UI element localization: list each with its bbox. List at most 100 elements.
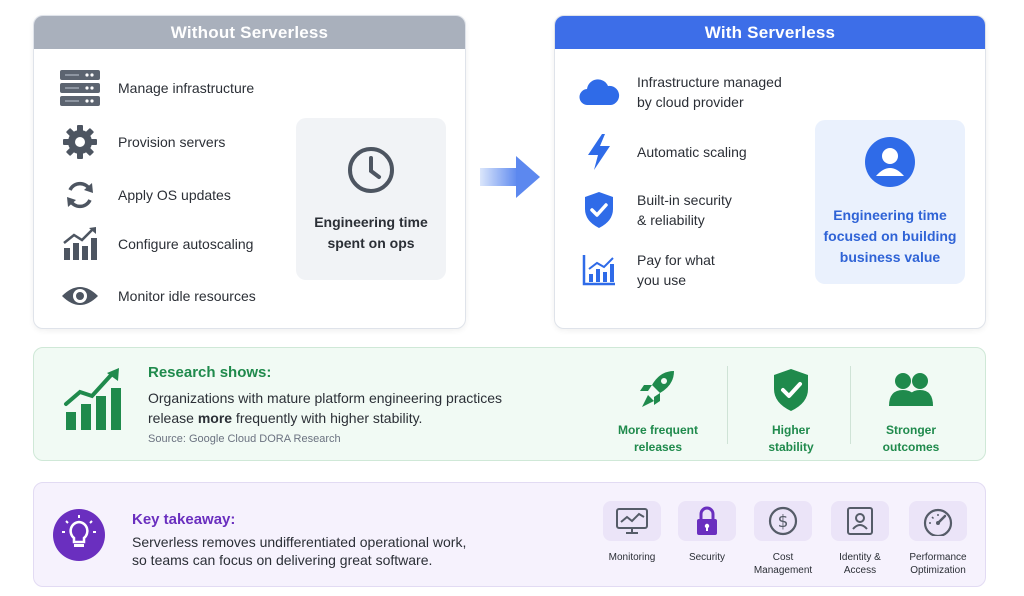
research-title: Research shows: (148, 364, 272, 381)
svg-text:$: $ (778, 512, 789, 532)
research-text-bold: more (197, 410, 233, 426)
shield-check-icon (577, 190, 621, 230)
ops-time-line2: spent on ops (327, 234, 415, 251)
without-serverless-panel: Without Serverless Manage infrastructure (33, 15, 466, 329)
business-value-line3: business value (839, 249, 941, 265)
id-badge-icon (831, 501, 889, 541)
item-line1: Infrastructure managed (637, 74, 782, 90)
stat-line1: Higher (771, 423, 810, 437)
stat-divider (850, 366, 851, 444)
business-value-card: Engineering time focused on building bus… (815, 120, 965, 284)
item-text: Automatic scaling (637, 142, 747, 162)
item-line2: & reliability (637, 212, 705, 228)
people-icon (851, 366, 971, 414)
stat-line2: stability (768, 440, 814, 454)
tool-line2: Access (843, 565, 877, 576)
item-label: Configure autoscaling (118, 236, 254, 252)
arrow-right-icon (480, 154, 542, 205)
ops-time-card: Engineering time spent on ops (296, 118, 446, 280)
item-text: Infrastructure managed by cloud provider (637, 72, 782, 112)
stat-higher-stability: Higher stability (731, 366, 851, 456)
item-configure-autoscaling: Configure autoscaling (58, 224, 253, 264)
item-infrastructure-managed: Infrastructure managed by cloud provider (577, 72, 782, 112)
item-label: Apply OS updates (118, 187, 231, 203)
item-line2: by cloud provider (637, 94, 744, 110)
business-value-line1: Engineering time (833, 207, 947, 223)
item-line1: Automatic scaling (637, 144, 747, 160)
without-serverless-title: Without Serverless (34, 16, 465, 49)
gauge-icon (909, 501, 967, 541)
research-text-after: frequently with higher stability. (232, 410, 423, 426)
item-label: Provision servers (118, 134, 226, 150)
stat-divider (727, 366, 728, 444)
item-line1: Built-in security (637, 192, 732, 208)
cloud-icon (577, 72, 621, 112)
tool-line1: Identity & (839, 552, 881, 563)
business-value-line2: focused on building (823, 228, 957, 244)
lightbulb-icon (52, 508, 106, 567)
bar-chart-up-icon (58, 224, 102, 264)
item-line2: you use (637, 272, 687, 288)
lightning-icon (577, 132, 621, 172)
research-text: Organizations with mature platform engin… (148, 388, 528, 428)
stat-line2: releases (633, 440, 683, 454)
gear-icon (58, 122, 102, 162)
tool-label: Cost Management (745, 551, 821, 577)
takeaway-text: Serverless removes undifferentiated oper… (132, 533, 512, 569)
item-label: Monitor idle resources (118, 288, 256, 304)
eye-icon (58, 276, 102, 316)
refresh-icon (58, 175, 102, 215)
tool-label: Identity & Access (822, 551, 898, 577)
research-section: Research shows: Organizations with matur… (33, 347, 986, 461)
with-serverless-title: With Serverless (555, 16, 985, 49)
stat-label: Higher stability (731, 422, 851, 456)
item-provision-servers: Provision servers (58, 122, 225, 162)
clock-icon (346, 145, 396, 200)
item-text: Pay for what you use (637, 250, 715, 290)
stat-more-frequent-releases: More frequent releases (598, 366, 718, 456)
takeaway-title: Key takeaway: (132, 511, 236, 528)
item-monitor-idle-resources: Monitor idle resources (58, 276, 256, 316)
ops-time-line1: Engineering time (314, 213, 428, 230)
tool-label: Security (688, 552, 726, 563)
tool-line2: Management (753, 565, 813, 576)
lock-icon (678, 501, 736, 541)
stat-line1: More frequent (617, 423, 698, 437)
stat-label: Stronger outcomes (851, 422, 971, 456)
takeaway-line1: Serverless removes undifferentiated oper… (132, 534, 467, 550)
item-apply-os-updates: Apply OS updates (58, 175, 231, 215)
research-source: Source: Google Cloud DORA Research (148, 433, 341, 445)
item-built-in-security: Built-in security & reliability (577, 190, 732, 230)
item-text: Built-in security & reliability (637, 190, 732, 230)
growth-chart-icon (62, 368, 122, 437)
tool-security: Security (669, 501, 745, 564)
stat-stronger-outcomes: Stronger outcomes (851, 366, 971, 456)
with-serverless-panel: With Serverless Infrastructure managed b… (554, 15, 986, 329)
item-pay-for-use: Pay for what you use (577, 250, 715, 290)
item-manage-infrastructure: Manage infrastructure (58, 68, 254, 108)
dollar-icon: $ (754, 501, 812, 541)
stat-label: More frequent releases (598, 422, 718, 456)
stat-line1: Stronger (885, 423, 936, 437)
server-rack-icon (58, 68, 102, 108)
shield-check-icon (731, 366, 851, 414)
tool-cost-management: $ Cost Management (745, 501, 821, 577)
takeaway-line2: so teams can focus on delivering great s… (132, 552, 433, 568)
tool-label: Performance Optimization (900, 551, 976, 577)
tool-line1: Performance (909, 552, 967, 563)
chart-icon (577, 250, 621, 290)
key-takeaway-section: Key takeaway: Serverless removes undiffe… (33, 482, 986, 587)
tool-label: Monitoring (608, 552, 656, 563)
tool-monitoring: Monitoring (594, 501, 670, 564)
monitor-icon (603, 501, 661, 541)
tool-line1: Cost (772, 552, 794, 563)
item-line1: Pay for what (637, 252, 715, 268)
user-avatar-icon (864, 136, 916, 193)
item-label: Manage infrastructure (118, 80, 255, 96)
rocket-icon (598, 366, 718, 414)
research-text-before: Organizations with mature platform engin… (148, 390, 503, 426)
tool-performance-optimization: Performance Optimization (900, 501, 976, 577)
item-automatic-scaling: Automatic scaling (577, 132, 747, 172)
tool-identity-access: Identity & Access (822, 501, 898, 577)
stat-line2: outcomes (882, 440, 940, 454)
